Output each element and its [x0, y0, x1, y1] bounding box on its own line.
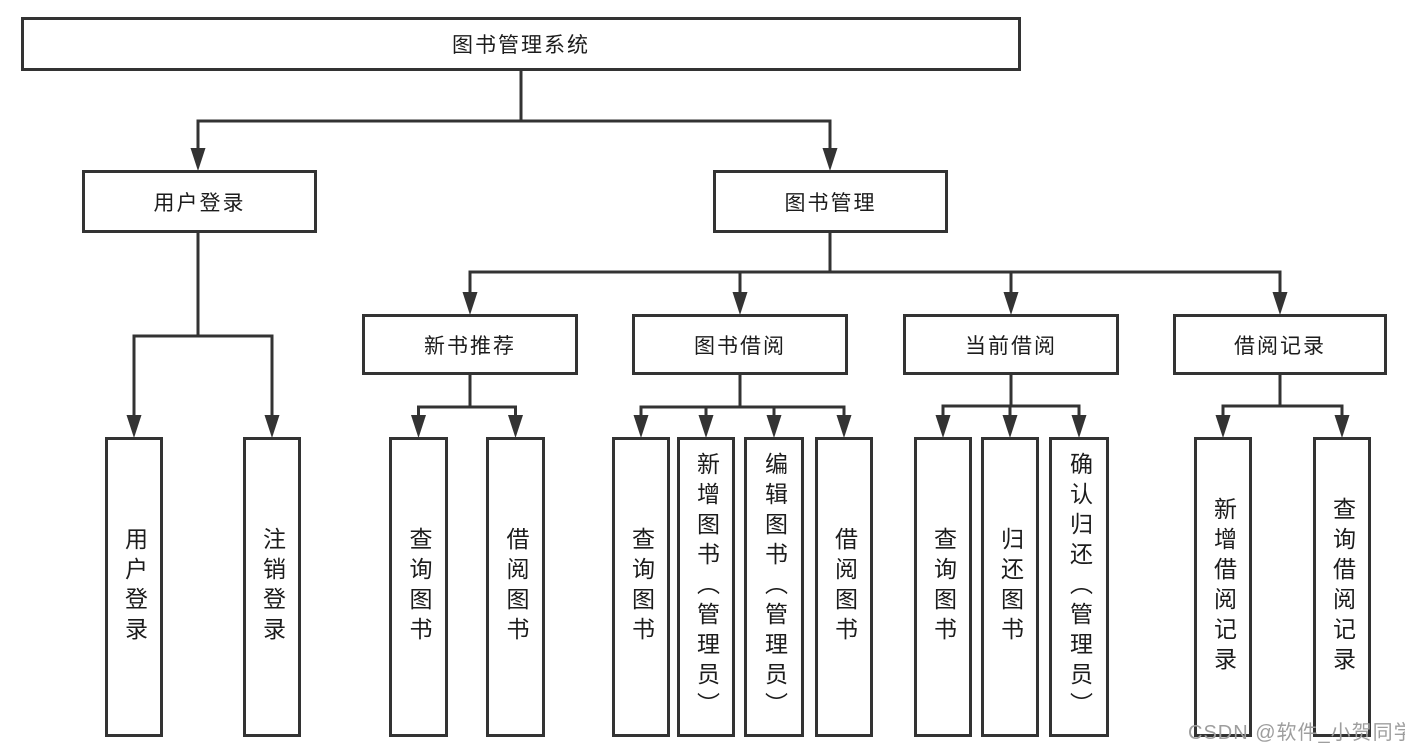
leaf-query-books-current: 查询图书: [914, 437, 972, 737]
connector-new-book-recommend-to-leaves: [411, 374, 523, 438]
node-book-management: 图书管理: [713, 170, 948, 233]
connector-current-borrow-to-leaves: [935, 374, 1087, 438]
leaf-query-borrow-record: 查询借阅记录: [1313, 437, 1371, 737]
node-new-book-recommend: 新书推荐: [362, 314, 578, 375]
node-user-login: 用户登录: [82, 170, 317, 233]
leaf-query-books-borrow: 查询图书: [612, 437, 670, 737]
leaf-add-borrow-record: 新增借阅记录: [1194, 437, 1252, 737]
connector-book-borrow-to-leaves: [633, 374, 852, 438]
leaf-return-book: 归还图书: [981, 437, 1039, 737]
leaf-user-login: 用户登录: [105, 437, 163, 737]
node-root: 图书管理系统: [21, 17, 1021, 71]
node-borrow-records: 借阅记录: [1173, 314, 1387, 375]
connector-borrow-records-to-leaves: [1215, 374, 1350, 438]
node-current-borrow: 当前借阅: [903, 314, 1119, 375]
leaf-logout: 注销登录: [243, 437, 301, 737]
leaf-borrow-books-recommend: 借阅图书: [486, 437, 545, 737]
connector-book-management-to-level3: [462, 233, 1288, 315]
leaf-add-book-admin: 新增图书（管理员）: [677, 437, 735, 737]
leaf-query-books-recommend: 查询图书: [389, 437, 448, 737]
leaf-borrow-books-borrow: 借阅图书: [815, 437, 873, 737]
connector-user-login-to-leaves: [126, 233, 280, 438]
watermark: CSDN @软件_小贺同学: [1188, 722, 1405, 744]
connector-root-to-level2: [190, 71, 838, 171]
leaf-edit-book-admin: 编辑图书（管理员）: [744, 437, 804, 737]
leaf-confirm-return-admin: 确认归还（管理员）: [1049, 437, 1109, 737]
node-book-borrow: 图书借阅: [632, 314, 848, 375]
